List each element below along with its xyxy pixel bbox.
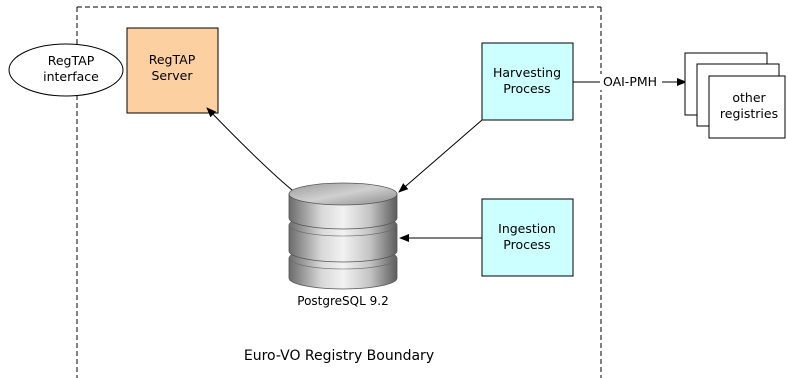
regtap-interface-label-line1: RegTAP [48,53,95,68]
protocol-label-bg [600,74,663,90]
harvesting-process-label-line2: Process [503,81,550,96]
registry-boundary [76,6,602,378]
protocol-label: OAI-PMH [603,74,657,89]
other-registries-stack: other registries [684,52,786,139]
boundary-label: Euro-VO Registry Boundary [244,348,434,364]
harvesting-process-label-line1: Harvesting [493,65,561,80]
ingestion-process-box [481,198,574,277]
database-label: PostgreSQL 9.2 [297,294,388,308]
ingestion-process-label-line2: Process [503,237,550,252]
ingestion-process-node: Ingestion Process [481,198,574,277]
database-icon [288,182,398,290]
harvesting-process-box [481,42,574,121]
regtap-interface-label-line2: interface [43,69,99,84]
arrow-database-to-regtap-server [206,107,293,191]
regtap-server-box [126,27,219,114]
arrow-harvesting-to-database [398,119,483,193]
regtap-server-label-line2: Server [152,68,194,83]
regtap-server-label-line1: RegTAP [149,52,196,67]
regtap-interface-node: RegTAP interface [8,43,124,97]
other-registries-label-line2: registries [720,106,778,121]
regtap-server-node: RegTAP Server [126,27,219,114]
ingestion-process-label-line1: Ingestion [498,221,556,236]
other-registries-label-line1: other [732,90,766,105]
harvesting-process-node: Harvesting Process [481,42,574,121]
